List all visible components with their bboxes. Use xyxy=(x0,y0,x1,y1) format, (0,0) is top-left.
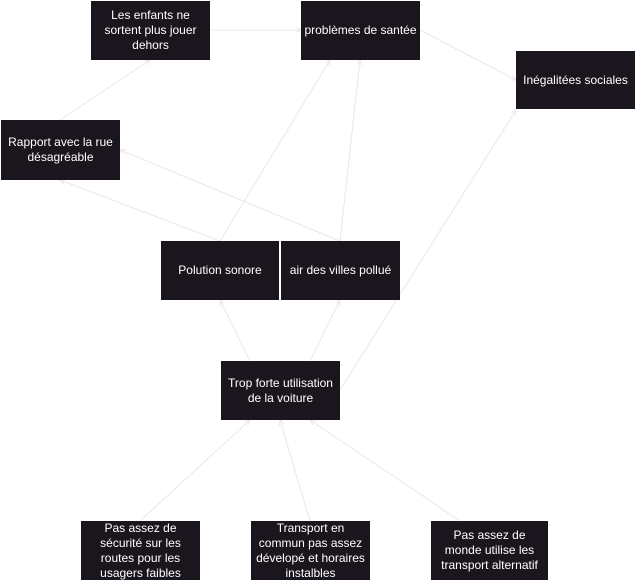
edge-sonore-to-sante xyxy=(219,59,331,242)
node-problemes-sante[interactable]: problèmes de santée xyxy=(301,1,420,60)
node-securite-routes[interactable]: Pas assez de sécurité sur les routes pou… xyxy=(81,521,200,580)
node-enfants-dehors[interactable]: Les enfants ne sortent plus jouer dehors xyxy=(91,1,210,60)
node-label: air des villes pollué xyxy=(289,263,392,277)
node-utilisation-voiture[interactable]: Trop forte utilisation de la voiture xyxy=(221,361,340,420)
node-label: Rapport avec la rue désagréable xyxy=(8,135,113,164)
node-label: Inégalitées sociales xyxy=(523,72,628,87)
node-label: Pas assez de sécurité sur les routes pou… xyxy=(100,520,181,580)
edge-rue-to-enfants xyxy=(59,59,151,121)
node-pollution-sonore[interactable]: Polution sonore xyxy=(161,241,279,300)
arrowhead-sonore-to-sante xyxy=(324,59,331,67)
node-label: Trop forte utilisation de la voiture xyxy=(228,375,333,405)
node-inegalites-sociales[interactable]: Inégalitées sociales xyxy=(516,51,635,109)
node-air-pollue[interactable]: air des villes pollué xyxy=(281,241,400,300)
node-transport-commun[interactable]: Transport en commun pas assez dévelopé e… xyxy=(251,521,370,580)
edge-securite-to-voiture xyxy=(139,419,251,522)
arrowhead-voiture-to-inegal xyxy=(510,109,517,117)
edge-monde-to-voiture xyxy=(309,419,461,522)
node-label: Transport en commun pas assez dévelopé e… xyxy=(256,520,365,580)
edge-transport-to-voiture xyxy=(279,419,311,522)
arrowhead-air-to-rue xyxy=(118,149,127,155)
node-label: Les enfants ne sortent plus jouer dehors xyxy=(104,8,197,52)
edge-sante-to-inegal xyxy=(419,29,517,81)
edge-sonore-to-rue xyxy=(59,179,221,242)
arrowhead-voiture-to-air xyxy=(334,298,341,307)
edge-air-to-rue xyxy=(119,149,341,242)
node-rapport-rue[interactable]: Rapport avec la rue désagréable xyxy=(1,120,120,180)
edge-voiture-to-sonore xyxy=(219,299,251,362)
edge-air-to-sante xyxy=(339,59,361,242)
arrowhead-air-to-sante xyxy=(356,58,363,66)
node-label: problèmes de santée xyxy=(304,23,417,37)
edge-voiture-to-inegal xyxy=(339,109,517,391)
arrowhead-voiture-to-sonore xyxy=(219,298,226,307)
arrowhead-securite-to-voiture xyxy=(244,419,251,426)
node-label: Pas assez de monde utilise les transport… xyxy=(441,528,538,572)
edge-voiture-to-air xyxy=(309,299,341,362)
node-transport-alternatif[interactable]: Pas assez de monde utilise les transport… xyxy=(431,521,548,580)
arrowhead-transport-to-voiture xyxy=(278,418,285,427)
arrowhead-monde-to-voiture xyxy=(309,419,317,426)
node-label: Polution sonore xyxy=(178,263,262,277)
arrowhead-rue-to-enfants xyxy=(143,59,151,66)
